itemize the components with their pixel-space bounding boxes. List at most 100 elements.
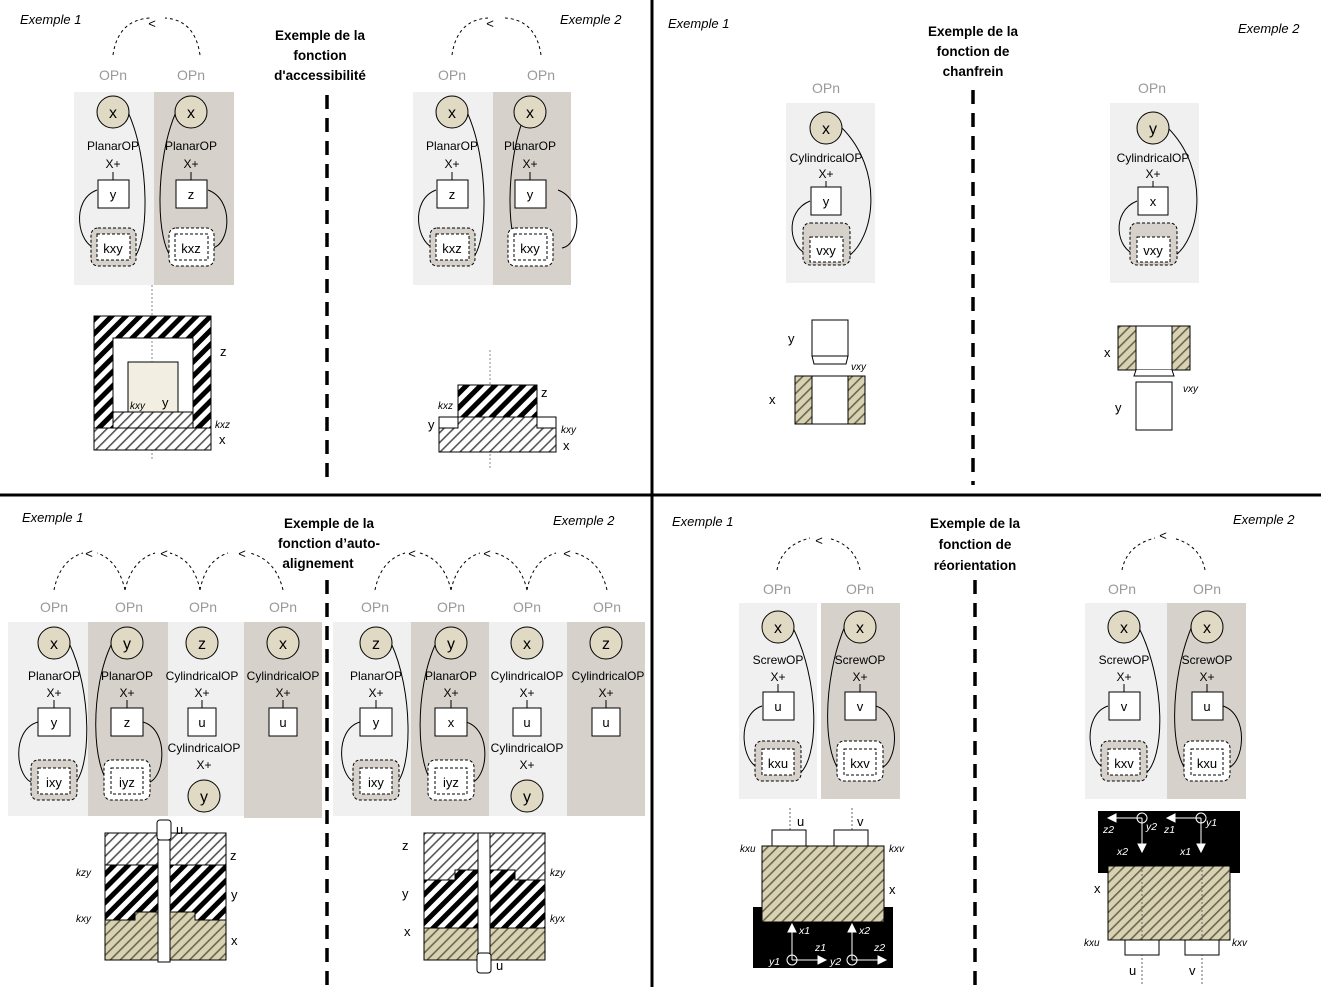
part-label: u bbox=[496, 958, 503, 973]
constraint-label: kxu bbox=[1197, 756, 1217, 771]
opn-label: OPn bbox=[40, 599, 68, 615]
graph-column: x CylindricalOP X+ u CylindricalOP X+ y bbox=[491, 626, 564, 813]
node-label: y bbox=[51, 715, 58, 730]
node-circle bbox=[185, 626, 219, 660]
node-label: y bbox=[123, 636, 131, 653]
constraint-label: iyz bbox=[443, 775, 459, 790]
node-label: x bbox=[279, 636, 287, 653]
node-label: z bbox=[372, 636, 380, 653]
part-label: u bbox=[176, 822, 183, 837]
constraint-label: ixy bbox=[368, 775, 384, 790]
panel-title: Exemple de la fonction d'accessibilité bbox=[274, 28, 366, 83]
op-type-label: ScrewOP bbox=[835, 653, 886, 667]
graph-column: y PlanarOP X+ x iyz bbox=[419, 626, 486, 801]
contact-label: kxz bbox=[215, 420, 230, 431]
panel-title: Exemple de la fonction de chanfrein bbox=[928, 24, 1019, 79]
op-type-label: CylindricalOP bbox=[491, 669, 564, 683]
opn-label: OPn bbox=[846, 581, 874, 597]
contact-label: kxz bbox=[438, 401, 453, 412]
node-circle bbox=[434, 626, 468, 660]
direction-label: X+ bbox=[770, 670, 785, 684]
part-label: u bbox=[797, 814, 804, 829]
precedence-symbol: < bbox=[483, 546, 491, 561]
node-label: y bbox=[823, 194, 830, 209]
precedence-symbol: < bbox=[85, 546, 93, 561]
node-label: u bbox=[198, 715, 205, 730]
precedence-symbol: < bbox=[815, 533, 823, 548]
constraint-label: kxz bbox=[181, 241, 201, 256]
part-label: y bbox=[402, 886, 409, 901]
opn-label: OPn bbox=[593, 599, 621, 615]
part-drawing-example-1: z y kxy kxz x bbox=[93, 315, 230, 451]
node-label: x bbox=[448, 715, 455, 730]
op-type-label: CylindricalOP bbox=[168, 741, 241, 755]
opn-label: OPn bbox=[361, 599, 389, 615]
node-circle bbox=[843, 610, 877, 644]
opn-label: OPn bbox=[99, 67, 127, 83]
constraint-label: kxv bbox=[850, 756, 870, 771]
node-label: z bbox=[602, 636, 610, 653]
part-label: x bbox=[889, 882, 896, 897]
fixture-top bbox=[1098, 811, 1240, 873]
direction-label: X+ bbox=[275, 686, 290, 700]
node-label: y bbox=[523, 789, 531, 806]
part-label: y bbox=[162, 395, 169, 410]
contact-label: vxy bbox=[851, 362, 867, 373]
title-line-3: chanfrein bbox=[943, 64, 1004, 79]
part-label: x bbox=[231, 933, 238, 948]
panel-title: Exemple de la fonction d’auto- alignemen… bbox=[278, 516, 380, 571]
axis-label: x2 bbox=[858, 925, 870, 937]
part-label: v bbox=[1189, 963, 1196, 978]
opn-label: OPn bbox=[812, 80, 840, 96]
node-label: z bbox=[198, 636, 206, 653]
constraint-label: kxz bbox=[442, 241, 462, 256]
part-label: z bbox=[230, 848, 237, 863]
node-label: x bbox=[1203, 620, 1211, 637]
graph-example-1: OPn x CylindricalOP X+ y vxy bbox=[786, 80, 875, 283]
part-label: x bbox=[404, 924, 411, 939]
title-line-3: réorientation bbox=[934, 558, 1017, 573]
direction-label: X+ bbox=[852, 670, 867, 684]
precedence-symbol: < bbox=[148, 16, 156, 31]
node-label: x bbox=[526, 105, 534, 122]
direction-label: X+ bbox=[1145, 167, 1160, 181]
axis-label: z2 bbox=[1102, 824, 1114, 836]
precedence-symbol: < bbox=[160, 546, 168, 561]
node-label: x bbox=[109, 105, 117, 122]
panel-title: Exemple de la fonction de réorientation bbox=[930, 516, 1021, 573]
op-type-label: PlanarOP bbox=[165, 139, 217, 153]
title-line-1: Exemple de la bbox=[284, 516, 375, 531]
direction-label: X+ bbox=[368, 686, 383, 700]
title-line-3: d'accessibilité bbox=[274, 68, 366, 83]
node-circle bbox=[513, 95, 547, 129]
precedence-arcs-example-1 bbox=[53, 552, 284, 591]
node-circle bbox=[510, 779, 544, 813]
direction-label: X+ bbox=[119, 686, 134, 700]
panel-accessibility: Exemple 1 Exemple 2 Exemple de la foncti… bbox=[20, 12, 622, 485]
node-circle bbox=[589, 626, 623, 660]
node-circle bbox=[110, 626, 144, 660]
node-label: y bbox=[200, 789, 208, 806]
title-line-1: Exemple de la bbox=[275, 28, 366, 43]
precedence-symbol: < bbox=[563, 546, 571, 561]
node-circle bbox=[37, 626, 71, 660]
contact-label: kxv bbox=[889, 844, 905, 855]
axis-label: z2 bbox=[873, 942, 885, 954]
op-type-label: PlanarOP bbox=[87, 139, 139, 153]
axis-label: y1 bbox=[1205, 817, 1217, 829]
part-drawing-example-2: u z kzy y kyx x bbox=[402, 832, 566, 974]
opn-label: OPn bbox=[115, 599, 143, 615]
example-2-label: Exemple 2 bbox=[560, 12, 622, 27]
node-label: x bbox=[523, 636, 531, 653]
graph-column: y PlanarOP X+ z iyz bbox=[95, 626, 163, 801]
precedence-symbol: < bbox=[1159, 528, 1167, 543]
node-label: z bbox=[188, 187, 195, 202]
title-line-2: fonction de bbox=[937, 44, 1010, 59]
axis-label: z1 bbox=[1163, 824, 1175, 836]
opn-label: OPn bbox=[177, 67, 205, 83]
node-label: x bbox=[856, 620, 864, 637]
node-circle bbox=[96, 95, 130, 129]
fixture-base bbox=[753, 907, 893, 968]
constraint-label: kxu bbox=[768, 756, 788, 771]
